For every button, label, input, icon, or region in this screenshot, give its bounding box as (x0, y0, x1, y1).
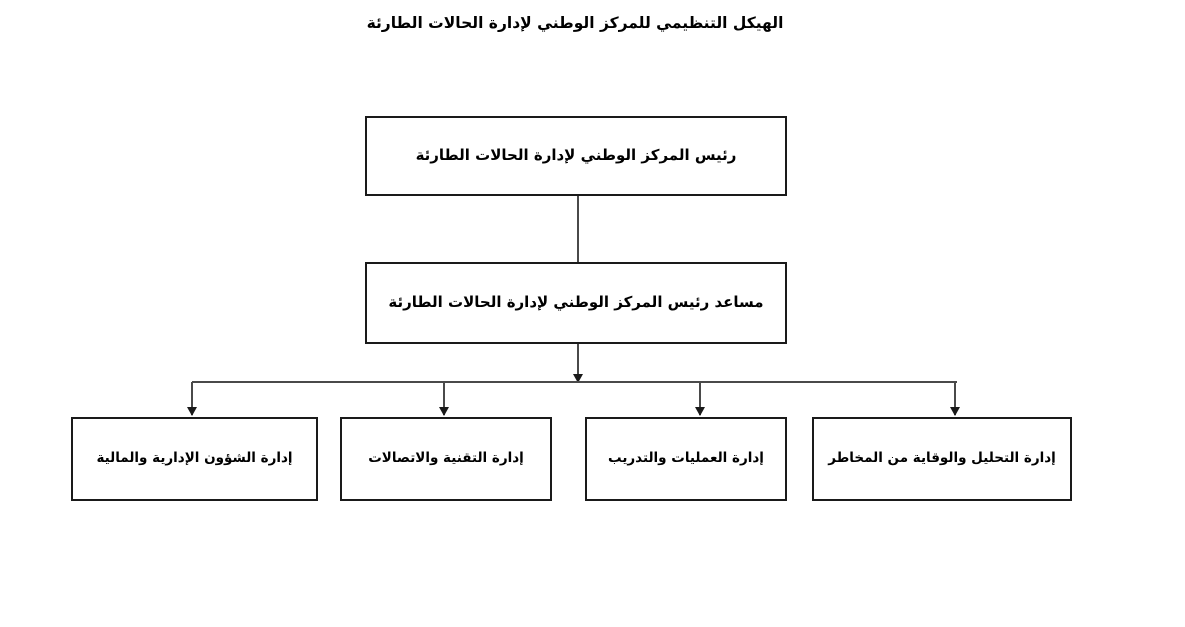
connector-drop-tech-comms (443, 382, 445, 415)
arrow-down-icon-ops-training (695, 407, 705, 416)
connector-drop-risk-analysis (954, 382, 956, 415)
org-node-risk-analysis[interactable]: إدارة التحليل والوقاية من المخاطر (812, 417, 1072, 501)
connector-drop-ops-training (699, 382, 701, 415)
page-title: الهيكل التنظيمي للمركز الوطني لإدارة الح… (366, 14, 784, 32)
org-node-ops-training[interactable]: إدارة العمليات والتدريب (585, 417, 787, 501)
org-node-head-label: رئيس المركز الوطني لإدارة الحالات الطارئ… (415, 146, 737, 165)
org-node-deputy[interactable]: مساعد رئيس المركز الوطني لإدارة الحالات … (365, 262, 787, 344)
org-node-admin-finance-label: إدارة الشؤون الإدارية والمالية (96, 450, 293, 467)
arrow-down-icon-trunk (573, 374, 583, 383)
connector-head-to-deputy (577, 196, 579, 262)
org-node-admin-finance[interactable]: إدارة الشؤون الإدارية والمالية (71, 417, 318, 501)
org-node-ops-training-label: إدارة العمليات والتدريب (608, 450, 764, 467)
arrow-down-icon-tech-comms (439, 407, 449, 416)
connector-drop-admin-finance (191, 382, 193, 415)
connector-horizontal-bus (192, 381, 957, 383)
org-node-tech-comms[interactable]: إدارة التقنية والاتصالات (340, 417, 552, 501)
org-node-head[interactable]: رئيس المركز الوطني لإدارة الحالات الطارئ… (365, 116, 787, 196)
arrow-down-icon-admin-finance (187, 407, 197, 416)
org-node-risk-analysis-label: إدارة التحليل والوقاية من المخاطر (828, 450, 1056, 467)
arrow-down-icon-risk-analysis (950, 407, 960, 416)
org-node-deputy-label: مساعد رئيس المركز الوطني لإدارة الحالات … (388, 293, 764, 312)
org-node-tech-comms-label: إدارة التقنية والاتصالات (368, 450, 524, 467)
connector-deputy-to-bus (577, 344, 579, 382)
